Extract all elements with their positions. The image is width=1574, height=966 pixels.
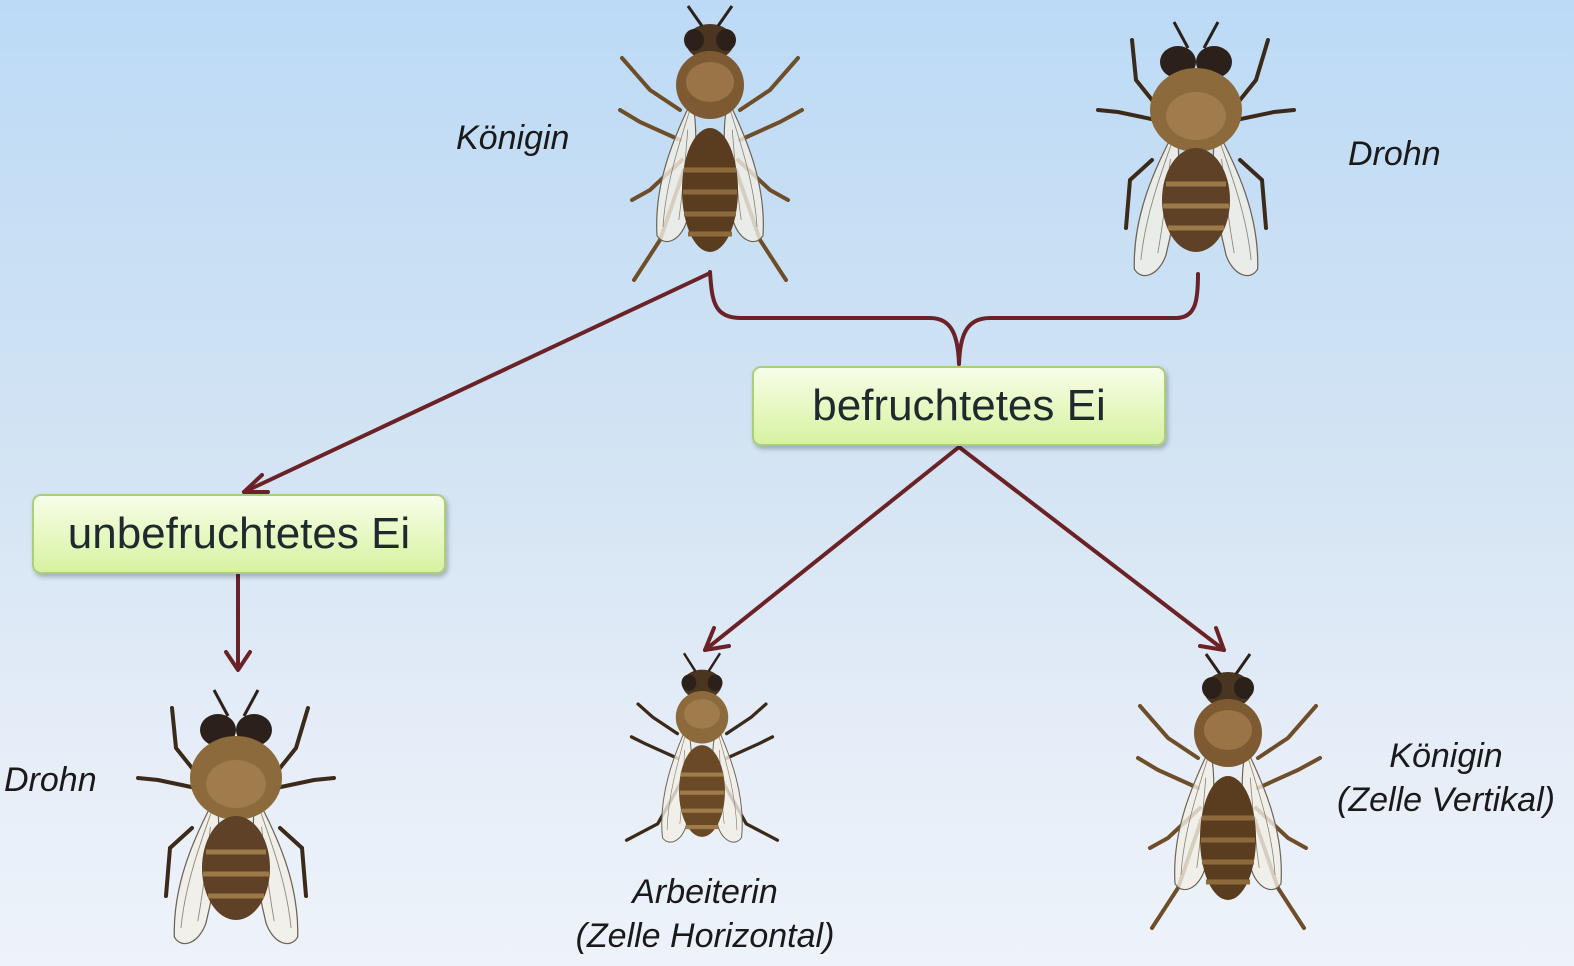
worker-child-label: Arbeiterin (Zelle Horizontal) (555, 870, 855, 958)
unfertilized-egg-box: unbefruchtetes Ei (32, 494, 446, 574)
drone-bee-icon (138, 690, 334, 948)
fertilized-egg-label: befruchtetes Ei (812, 381, 1106, 431)
connector-lines (226, 272, 1224, 670)
queen-parent-label: Königin (456, 116, 569, 160)
worker-cell-orientation: (Zelle Horizontal) (555, 914, 855, 958)
drone-bee-icon (1098, 22, 1294, 280)
queen-bee-icon (620, 6, 802, 280)
worker-bee-icon (627, 653, 778, 844)
brace-connector (710, 272, 1198, 364)
arrow-to-unfertilized (244, 274, 708, 492)
arrow-to-queen-child (959, 447, 1224, 650)
drone-parent-label: Drohn (1348, 132, 1441, 176)
arrow-to-worker (705, 447, 959, 650)
worker-name: Arbeiterin (555, 870, 855, 914)
fertilized-egg-box: befruchtetes Ei (752, 366, 1166, 446)
drone-child-label: Drohn (4, 758, 97, 802)
queen-child-cell-orientation: (Zelle Vertikal) (1322, 778, 1570, 822)
queen-bee-icon (1138, 654, 1320, 928)
queen-child-name: Königin (1322, 734, 1570, 778)
unfertilized-egg-label: unbefruchtetes Ei (68, 509, 410, 559)
queen-child-label: Königin (Zelle Vertikal) (1322, 734, 1570, 822)
